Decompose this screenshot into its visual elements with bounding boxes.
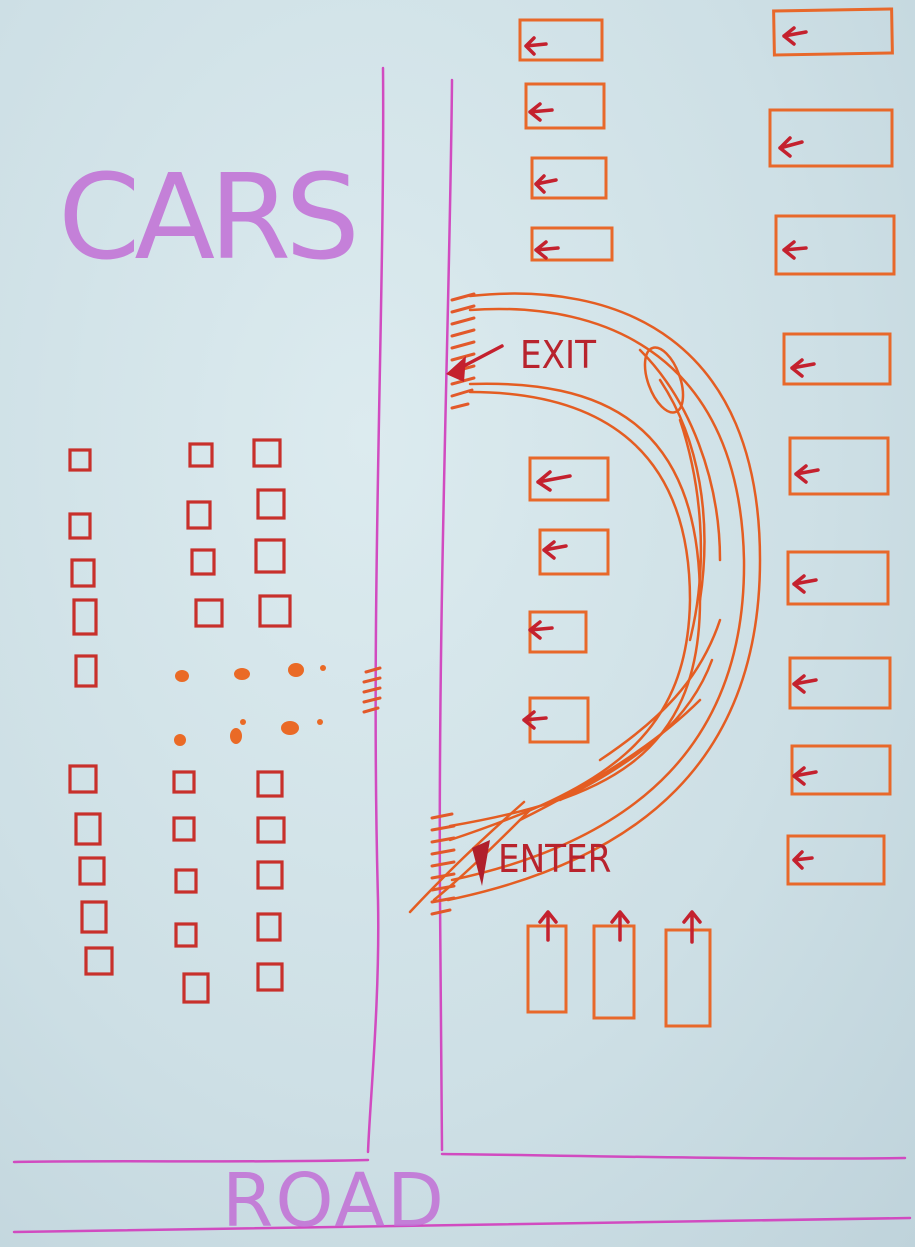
bottom-stall-row [526, 910, 712, 1028]
road-bottom-edge [12, 1216, 912, 1234]
stall-inner-3 [530, 156, 608, 200]
road-top-left-edge [12, 1158, 370, 1164]
stall-right-6 [786, 550, 890, 606]
box-column-2 [172, 442, 224, 1004]
stall-bottom-1 [526, 910, 568, 1014]
stall-right-3 [774, 214, 896, 276]
left-lane-line [366, 66, 385, 1154]
box-column-3 [252, 438, 292, 992]
stall-right-8 [790, 744, 892, 796]
crosswalk-hatch [362, 666, 382, 714]
cars-label: CARS [58, 148, 354, 286]
stall-right-7 [788, 656, 892, 710]
right-lane-line [438, 78, 454, 1152]
stall-bottom-3 [664, 910, 712, 1028]
enter-label: ENTER [498, 837, 611, 881]
inner-stall-column-middle [522, 456, 610, 744]
car-box-grid [68, 438, 292, 1004]
right-stall-column [768, 7, 896, 886]
enter-marker [408, 800, 532, 916]
inner-stall-column-top [518, 18, 614, 262]
exit-marker [446, 292, 504, 410]
stall-mid-4 [522, 696, 590, 744]
stall-mid-3 [528, 610, 588, 654]
box-column-1 [68, 448, 114, 976]
stall-inner-2 [524, 82, 606, 130]
stall-bottom-2 [592, 910, 636, 1020]
road-label: ROAD [222, 1158, 446, 1244]
stall-mid-1 [528, 456, 610, 502]
road-top-right-edge [440, 1152, 907, 1160]
road-lines [12, 66, 912, 1234]
stall-right-4 [782, 332, 892, 386]
stall-inner-4 [530, 226, 614, 262]
ramp-curve [446, 292, 762, 902]
stall-right-2 [768, 108, 894, 168]
ellipsis-dots [174, 663, 326, 746]
stall-inner-1 [518, 18, 604, 62]
stall-right-1 [772, 7, 894, 57]
exit-label: EXIT [520, 333, 596, 377]
stall-right-5 [788, 436, 890, 496]
stall-mid-2 [538, 528, 610, 576]
stall-right-9 [786, 834, 886, 886]
